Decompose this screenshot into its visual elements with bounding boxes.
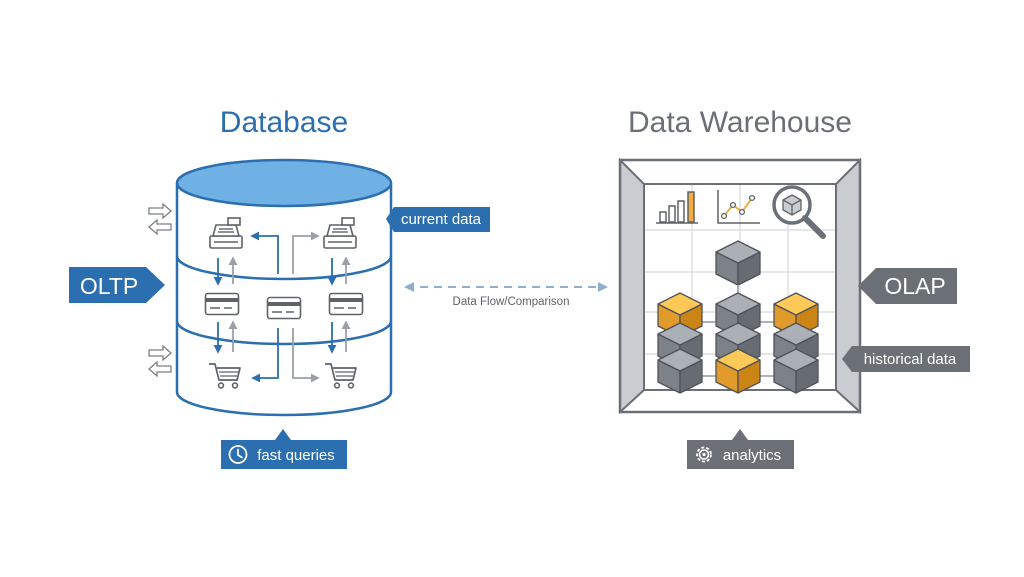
warehouse-title: Data Warehouse [628, 106, 852, 139]
fast-queries-callout: fast queries [221, 429, 347, 469]
io-arrows-bottom [148, 344, 172, 378]
warehouse-cubes [657, 240, 819, 394]
credit-card-icon [204, 292, 240, 316]
historical-data-callout: historical data [842, 346, 970, 372]
clock-icon [228, 445, 248, 464]
current-data-callout: current data [386, 207, 490, 232]
olap-label: OLAP [884, 273, 945, 299]
gear-icon [696, 446, 712, 463]
cube-r0-c1 [715, 292, 761, 338]
database-title: Database [220, 106, 348, 139]
current-data-label: current data [401, 211, 482, 228]
credit-card-icon [266, 296, 302, 320]
io-arrows-top [148, 202, 172, 236]
olap-badge: OLAP [858, 268, 957, 304]
cube-r2-c1 [715, 348, 761, 394]
fast-queries-label: fast queries [257, 447, 335, 464]
data-flow-label: Data Flow/Comparison [453, 296, 570, 308]
oltp-badge: OLTP [69, 267, 165, 303]
oltp-label: OLTP [80, 273, 138, 299]
bar-chart-icon [656, 191, 698, 224]
analytics-label: analytics [723, 447, 781, 464]
line-chart-icon [717, 190, 760, 224]
database-cylinder [175, 158, 393, 417]
analytics-callout: analytics [687, 429, 794, 469]
cube-r2-c2 [773, 348, 819, 394]
magnifier-cube-icon [772, 185, 826, 239]
database-internal-flows [213, 231, 351, 383]
credit-card-icon [328, 292, 364, 316]
historical-data-label: historical data [864, 351, 957, 368]
cube-top [715, 240, 761, 286]
cube-r2-c0 [657, 348, 703, 394]
